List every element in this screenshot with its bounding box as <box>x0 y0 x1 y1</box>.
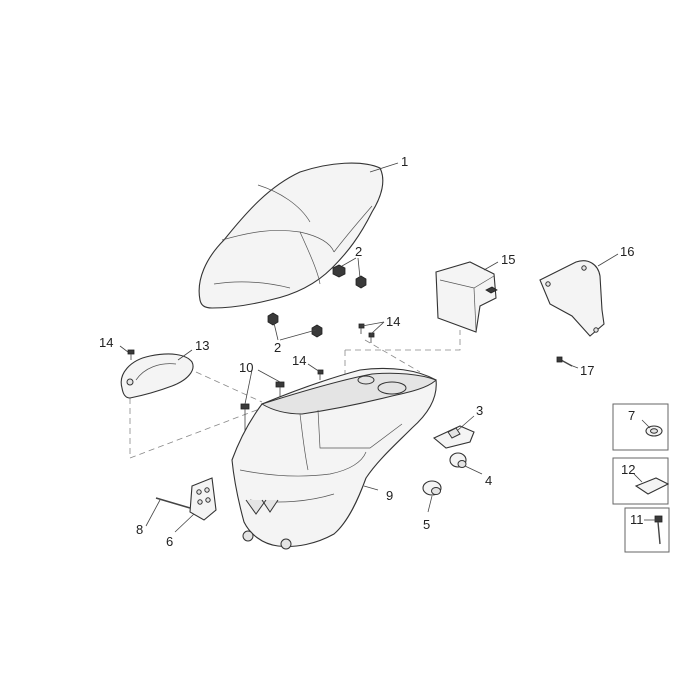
label-part-17: 17 <box>580 363 594 378</box>
label-part-6: 6 <box>166 534 173 549</box>
part-5-cap[interactable] <box>422 480 442 496</box>
label-part-16: 16 <box>620 244 634 259</box>
part-16-plate[interactable] <box>539 260 605 337</box>
bracket-part[interactable] <box>189 477 217 521</box>
label-part-9: 9 <box>386 488 393 503</box>
label-part-1: 1 <box>401 154 408 169</box>
nut-part-upper[interactable] <box>332 264 367 289</box>
part-3-clip[interactable] <box>432 425 475 449</box>
label-part-7: 7 <box>628 408 635 423</box>
detail-box-7[interactable] <box>612 403 669 451</box>
part-4-cap[interactable] <box>449 452 467 468</box>
screw-part-middle[interactable] <box>317 369 324 380</box>
label-part-2-lower: 2 <box>274 340 281 355</box>
screw-part-17[interactable] <box>556 356 573 367</box>
label-part-12: 12 <box>621 462 635 477</box>
label-part-14-left: 14 <box>99 335 113 350</box>
screw-part-left[interactable] <box>127 349 135 360</box>
part-number-labels: 1 2 2 3 4 5 6 7 8 9 10 11 12 13 14 14 14… <box>99 154 644 549</box>
label-part-4: 4 <box>485 473 492 488</box>
cover-part[interactable] <box>120 353 194 399</box>
pin-part[interactable] <box>155 497 191 509</box>
label-part-15: 15 <box>501 252 515 267</box>
leader-lines <box>119 162 656 533</box>
label-part-13: 13 <box>195 338 209 353</box>
label-part-2-upper: 2 <box>355 244 362 259</box>
label-part-3: 3 <box>476 403 483 418</box>
helmet-compartment-part[interactable] <box>231 367 437 550</box>
label-part-5: 5 <box>423 517 430 532</box>
detail-box-11[interactable] <box>624 507 670 553</box>
nut-part-lower[interactable] <box>267 312 323 338</box>
label-part-8: 8 <box>136 522 143 537</box>
label-part-14-middle: 14 <box>292 353 306 368</box>
label-part-11: 11 <box>630 512 644 527</box>
label-part-10: 10 <box>239 360 253 375</box>
seat-part[interactable] <box>198 162 384 309</box>
part-15-housing[interactable] <box>435 261 498 333</box>
label-part-14-upper: 14 <box>386 314 400 329</box>
